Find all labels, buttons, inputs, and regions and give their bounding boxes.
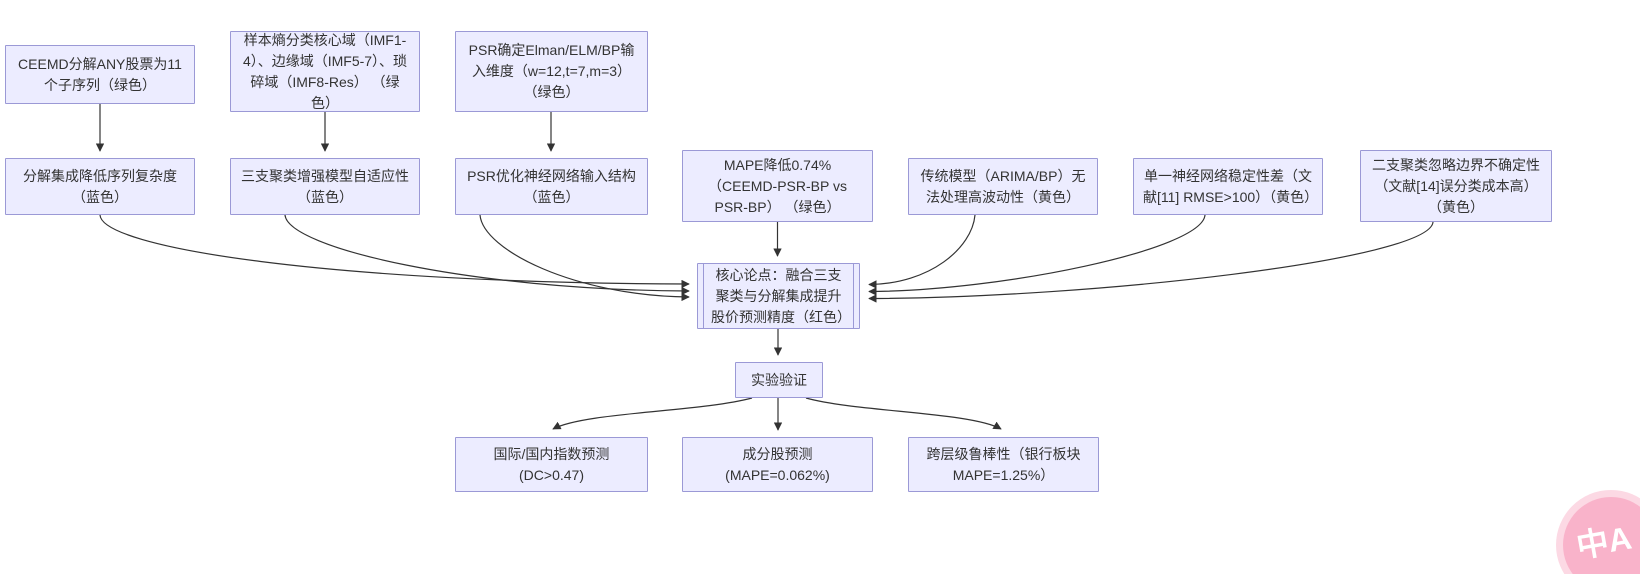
node-constituent-stock-prediction: 成分股预测 (MAPE=0.062%)	[682, 437, 873, 492]
edge-trad-core	[868, 214, 976, 289]
node-mape-reduction: MAPE降低0.74%（CEEMD-PSR-BP vs PSR-BP） （绿色）	[682, 150, 873, 222]
node-sample-entropy-domains: 样本熵分类核心域（IMF1-4）、边缘域（IMF5-7）、琐碎域（IMF8-Re…	[230, 31, 420, 112]
translate-badge[interactable]: 中A	[1563, 497, 1640, 574]
node-two-way-clustering-limit: 二支聚类忽略边界不确定性（文献[14]误分类成本高）（黄色）	[1360, 150, 1552, 222]
edge-exp-robust	[805, 397, 1002, 430]
node-psr-optimization: PSR优化神经网络输入结构（蓝色）	[455, 158, 648, 215]
edge-psropt-core	[479, 214, 690, 302]
node-ceemd-decomposition: CEEMD分解ANY股票为11个子序列（绿色）	[5, 45, 195, 104]
node-traditional-models-limit: 传统模型（ARIMA/BP）无法处理高波动性（黄色）	[908, 158, 1098, 215]
node-cross-level-robustness: 跨层级鲁棒性（银行板块 MAPE=1.25%）	[908, 437, 1099, 492]
node-experimental-validation: 实验验证	[735, 362, 823, 398]
node-core-thesis: 核心论点：融合三支聚类与分解集成提升股价预测精度（红色）	[697, 263, 860, 329]
translate-badge-label: 中A	[1574, 519, 1635, 565]
node-psr-input-dimension: PSR确定Elman/ELM/BP输入维度（w=12,t=7,m=3） （绿色）	[455, 31, 648, 112]
edge-decomp-core	[99, 214, 690, 289]
node-decomposition-complexity: 分解集成降低序列复杂度（蓝色）	[5, 158, 195, 215]
node-three-way-clustering: 三支聚类增强模型自适应性（蓝色）	[230, 158, 420, 215]
edge-exp-index	[552, 397, 753, 430]
node-index-prediction: 国际/国内指数预测 (DC>0.47)	[455, 437, 648, 492]
edge-twoway-core	[868, 221, 1434, 303]
edge-threeway-core	[284, 214, 690, 296]
node-single-nn-instability: 单一神经网络稳定性差（文献[11] RMSE>100）（黄色）	[1133, 158, 1323, 215]
edge-single-core	[868, 214, 1206, 296]
